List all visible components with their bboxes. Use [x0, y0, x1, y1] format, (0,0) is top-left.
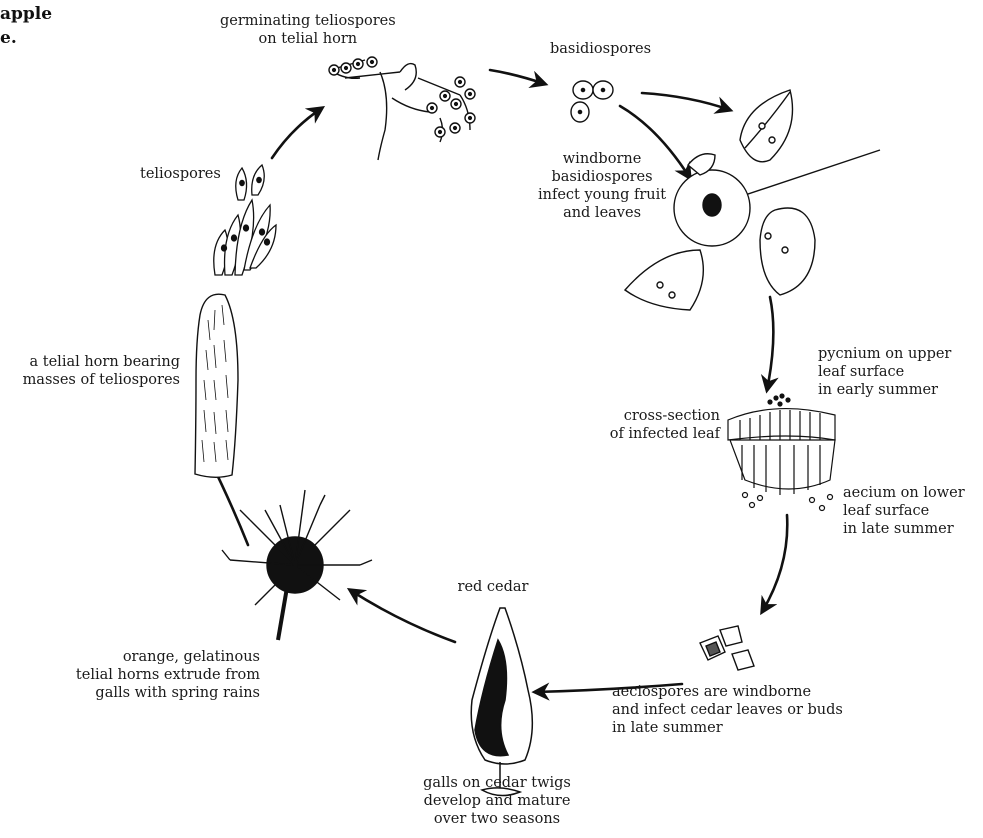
label-line: aeciospores are windborne — [612, 683, 843, 701]
aeciospores-illustration — [700, 626, 754, 670]
label-line: and leaves — [538, 204, 666, 222]
telial-horn-illustration — [195, 294, 238, 477]
label-line: in late summer — [843, 520, 965, 538]
label-line: germinating teliospores — [220, 12, 396, 30]
label-basidiospores: basidiospores — [550, 40, 651, 58]
label-line: on telial horn — [220, 30, 396, 48]
label-teliospores: teliospores — [140, 165, 221, 183]
label-line: galls on cedar twigs — [402, 774, 592, 792]
label-line: pycnium on upper — [818, 345, 951, 363]
label-line: in early summer — [818, 381, 951, 399]
label-line: basidiospores — [538, 168, 666, 186]
label-germinating-teliospores: germinating teliospores on telial horn — [220, 12, 396, 48]
label-line: of infected leaf — [570, 425, 720, 443]
cross-section-illustration — [728, 394, 835, 511]
title-line-1: apple — [0, 2, 52, 26]
label-line: and infect cedar leaves or buds — [612, 701, 843, 719]
label-line: a telial horn bearing — [10, 353, 180, 371]
label-line: basidiospores — [550, 40, 651, 58]
label-line: leaf surface — [843, 502, 965, 520]
arrow-germinating-to-basidiospores — [490, 70, 545, 84]
red-cedar-illustration — [471, 608, 532, 796]
basidiospores-illustration — [571, 81, 613, 122]
label-line: infect young fruit — [538, 186, 666, 204]
label-line: over two seasons — [402, 810, 592, 828]
title-line-2: e. — [0, 26, 52, 50]
label-line: cross-section — [570, 407, 720, 425]
label-line: telial horns extrude from — [60, 666, 260, 684]
label-line: masses of teliospores — [10, 371, 180, 389]
label-line: windborne — [538, 150, 666, 168]
label-line: in late summer — [612, 719, 843, 737]
label-cross-section: cross-section of infected leaf — [570, 407, 720, 443]
teliospores-illustration — [214, 165, 276, 275]
label-telial-horn: a telial horn bearing masses of teliospo… — [10, 353, 180, 389]
label-line: galls with spring rains — [60, 684, 260, 702]
arrow-leaf-to-cross-section — [767, 297, 773, 390]
arrow-basidiospores-to-leaf — [642, 93, 730, 110]
label-orange-telial-horns: orange, gelatinous telial horns extrude … — [60, 648, 260, 702]
germinating-teliospores-illustration — [329, 57, 475, 160]
arrow-cross-section-to-aeciospores — [762, 515, 787, 612]
label-aeciospores: aeciospores are windborne and infect ced… — [612, 683, 843, 737]
label-line: develop and mature — [402, 792, 592, 810]
label-line: orange, gelatinous — [60, 648, 260, 666]
diagram-title: apple e. — [0, 2, 52, 50]
label-galls-on-cedar: galls on cedar twigs develop and mature … — [402, 774, 592, 828]
label-line: leaf surface — [818, 363, 951, 381]
label-red-cedar: red cedar — [438, 578, 548, 596]
arrow-teliospores-to-germinating — [272, 108, 322, 158]
label-line: red cedar — [438, 578, 548, 596]
label-windborne-basidiospores: windborne basidiospores infect young fru… — [538, 150, 666, 222]
arrow-cedar-to-gall — [350, 590, 455, 642]
label-aecium: aecium on lower leaf surface in late sum… — [843, 484, 965, 538]
label-line: teliospores — [140, 165, 221, 183]
label-pycnium: pycnium on upper leaf surface in early s… — [818, 345, 951, 399]
cedar-gall-illustration — [222, 490, 372, 640]
label-line: aecium on lower — [843, 484, 965, 502]
